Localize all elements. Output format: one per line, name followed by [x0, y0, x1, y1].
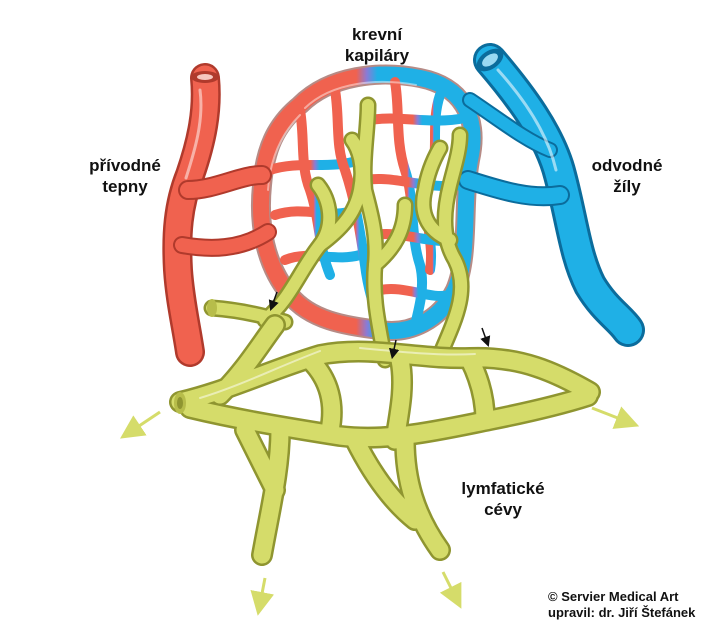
- label-blood-capillaries-line1: krevní: [351, 25, 403, 44]
- lymph-vessel-network: [169, 96, 601, 566]
- vein-vessel: [458, 43, 645, 347]
- drainage-arrow-3: [480, 327, 491, 347]
- outflow-arrow-right: [591, 406, 640, 429]
- label-lymph-vessels-line2: cévy: [484, 500, 522, 519]
- drainage-arrow-2: [388, 339, 400, 360]
- artery-lumen-inner: [197, 74, 213, 80]
- label-blood-capillaries-line2: kapiláry: [344, 46, 410, 65]
- label-arteries: přívodné tepny: [70, 155, 180, 197]
- outflow-arrow-left: [120, 410, 161, 439]
- lymph-outflow-arrows: [120, 406, 640, 616]
- label-blood-capillaries: krevní kapiláry: [322, 24, 432, 66]
- lymph-opening-left: [207, 299, 217, 317]
- label-arteries-line2: tepny: [102, 177, 148, 196]
- label-lymph-vessels-line1: lymfatické: [461, 479, 545, 498]
- credit-block: © Servier Medical Art upravil: dr. Jiří …: [548, 589, 718, 621]
- artery-vessel: [162, 63, 277, 367]
- label-veins-line2: žíly: [613, 177, 641, 196]
- credit-line1: © Servier Medical Art: [548, 589, 679, 604]
- lymph-outlet-left-inner: [177, 397, 183, 409]
- label-lymph-vessels: lymfatické cévy: [438, 478, 568, 520]
- outflow-arrow-bottom-right: [439, 571, 462, 609]
- label-arteries-line1: přívodné: [89, 156, 161, 175]
- label-veins: odvodné žíly: [572, 155, 682, 197]
- vein-lumen-inner: [482, 53, 498, 67]
- label-veins-line1: odvodné: [591, 156, 663, 175]
- drainage-arrow-1: [268, 291, 279, 311]
- drainage-arrows: [268, 291, 491, 360]
- credit-line2: upravil: dr. Jiří Štefánek: [548, 605, 696, 620]
- outflow-arrow-bottom-left: [250, 577, 275, 616]
